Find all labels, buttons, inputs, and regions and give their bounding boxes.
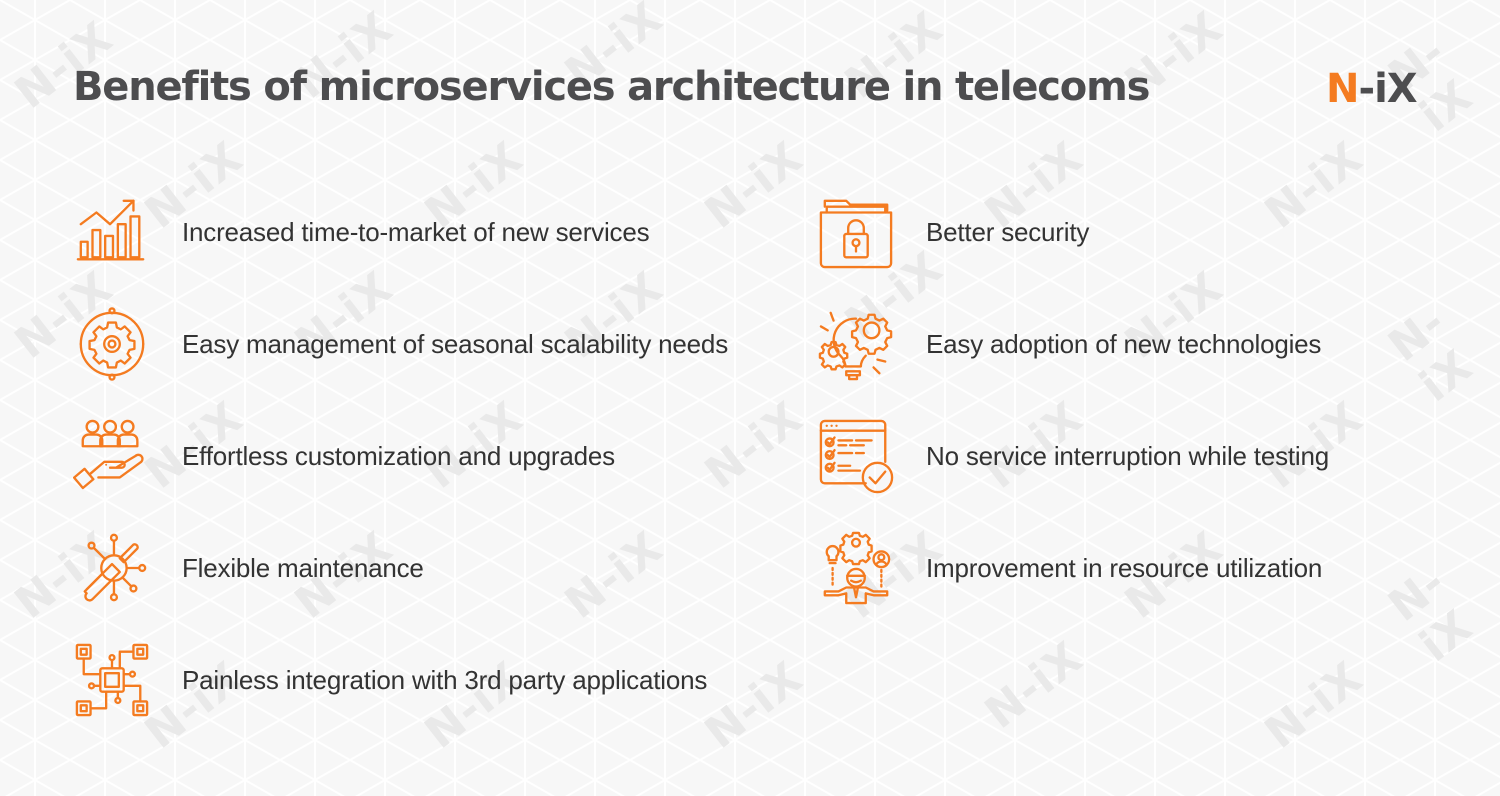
logo-accent-letter: N [1326,66,1359,112]
hand-people-icon [72,416,152,496]
logo-text: -iX [1358,66,1417,112]
benefit-item: Effortless customization and upgrades [72,411,615,501]
benefit-item: Flexible maintenance [72,523,424,613]
benefit-label: Improvement in resource utilization [926,552,1323,583]
benefit-label: Better security [926,216,1090,247]
watermark: N-iX [1255,132,1373,239]
growth-chart-icon [72,192,152,272]
watermark: N-iX [1379,296,1483,412]
watermark: N-iX [695,652,813,759]
checklist-icon [816,416,896,496]
lightbulb-gears-icon [816,304,896,384]
circuit-chip-icon [72,640,152,720]
benefit-label: Painless integration with 3rd party appl… [182,664,708,695]
watermark: N-iX [1379,556,1483,672]
benefit-label: Effortless customization and upgrades [182,440,615,471]
locked-folder-icon [816,192,896,272]
benefit-item: Improvement in resource utilization [816,523,1322,613]
benefit-label: Flexible maintenance [182,552,424,583]
watermark: N-iX [975,632,1093,739]
benefit-item: Increased time-to-market of new services [72,187,650,277]
watermark: N-iX [555,522,673,629]
benefit-item: Easy adoption of new technologies [816,299,1321,389]
benefit-item: Painless integration with 3rd party appl… [72,635,707,725]
watermark: N-iX [695,132,813,239]
benefit-label: Easy adoption of new technologies [926,328,1322,359]
benefit-label: Easy management of seasonal scalability … [182,328,728,359]
benefit-item: Easy management of seasonal scalability … [72,299,728,389]
screwdriver-network-icon [72,528,152,608]
watermark: N-iX [1255,652,1373,759]
gear-cycle-icon [72,304,152,384]
benefit-label: No service interruption while testing [926,440,1330,471]
benefit-label: Increased time-to-market of new services [182,216,650,247]
manager-resources-icon [816,528,896,608]
brand-logo: N-iX [1326,66,1418,112]
page-title: Benefits of microservices architecture i… [73,64,1150,110]
benefit-item: No service interruption while testing [816,411,1329,501]
benefit-item: Better security [816,187,1089,277]
watermark: N-iX [695,392,813,499]
